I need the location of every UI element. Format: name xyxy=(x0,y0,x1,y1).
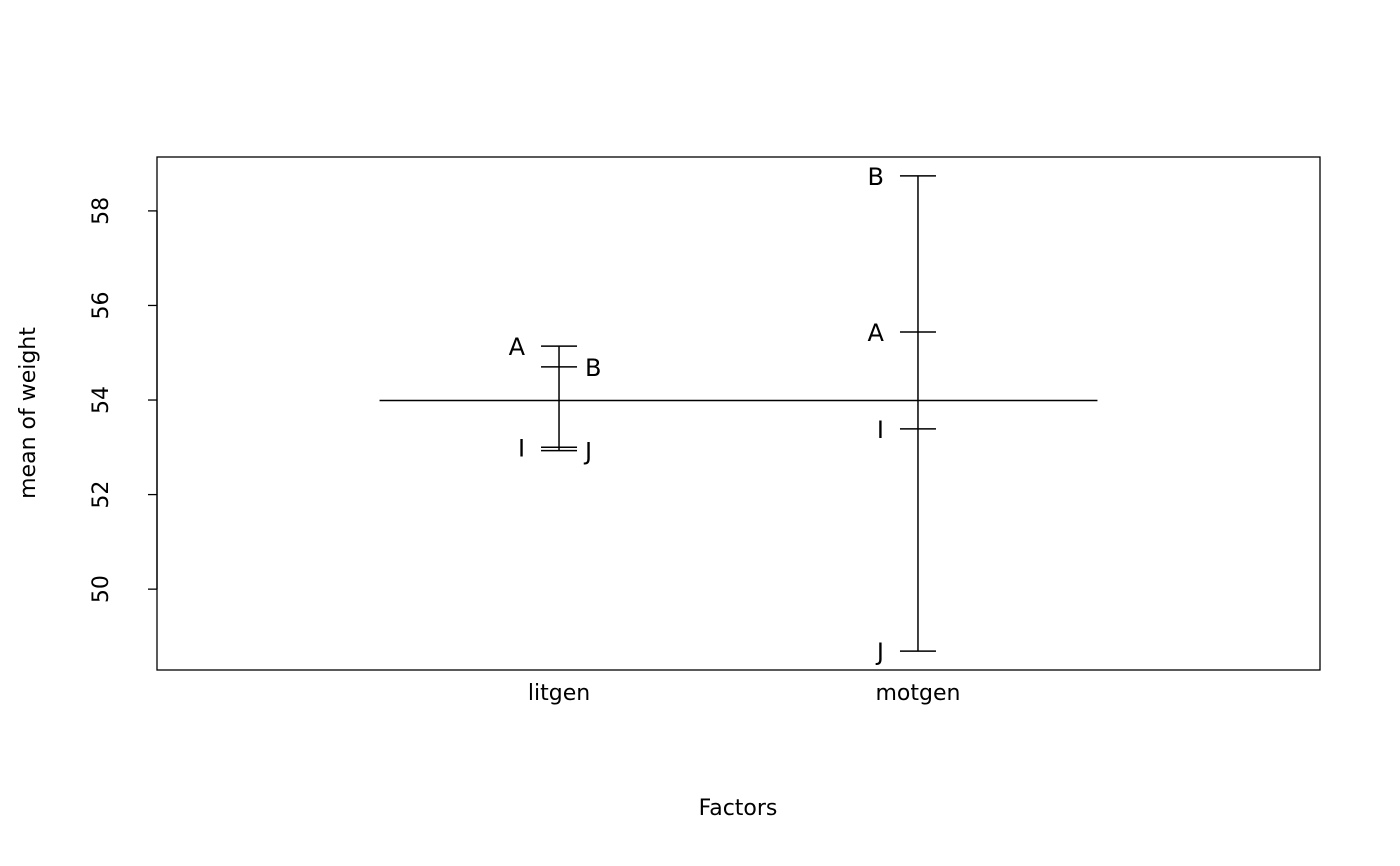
plot-frame xyxy=(156,156,1321,671)
level-label: B xyxy=(585,354,601,382)
level-label: I xyxy=(877,416,884,444)
x-axis-label: Factors xyxy=(699,796,778,821)
x-tick-label: motgen xyxy=(875,681,960,706)
y-tick-label: 52 xyxy=(89,481,114,509)
y-tick-label: 50 xyxy=(89,575,114,603)
level-label: J xyxy=(875,638,884,666)
level-label: I xyxy=(518,434,525,462)
y-axis: 50 52 54 56 58 xyxy=(89,197,158,603)
x-tick-label: litgen xyxy=(528,681,590,706)
level-label: B xyxy=(868,163,884,191)
level-label: A xyxy=(509,333,526,361)
y-axis-label: mean of weight xyxy=(16,327,41,499)
level-label: J xyxy=(583,438,592,466)
level-label: A xyxy=(868,319,885,347)
y-tick-label: 58 xyxy=(89,197,114,225)
y-tick-label: 56 xyxy=(89,291,114,319)
y-tick-label: 54 xyxy=(89,386,114,414)
